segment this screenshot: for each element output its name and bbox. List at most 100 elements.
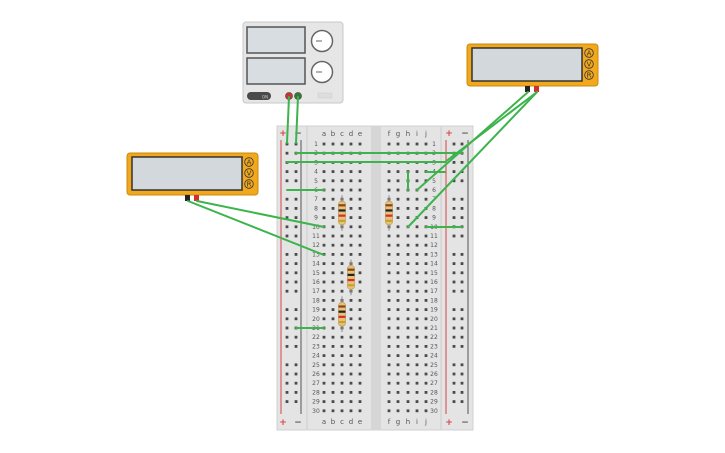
breadboard-hole[interactable] xyxy=(349,363,353,367)
rail-hole[interactable] xyxy=(460,335,464,339)
breadboard-hole[interactable] xyxy=(396,179,400,183)
breadboard-hole[interactable] xyxy=(387,188,391,192)
breadboard-hole[interactable] xyxy=(358,170,362,173)
breadboard-hole[interactable] xyxy=(322,142,326,146)
rail-hole[interactable] xyxy=(452,400,456,403)
breadboard-hole[interactable] xyxy=(415,289,419,293)
rail-hole[interactable] xyxy=(294,170,298,173)
breadboard-hole[interactable] xyxy=(424,391,428,394)
rail-hole[interactable] xyxy=(460,372,464,376)
rail-hole[interactable] xyxy=(452,179,456,183)
breadboard-hole[interactable] xyxy=(424,363,428,367)
breadboard-hole[interactable] xyxy=(322,243,326,247)
breadboard-hole[interactable] xyxy=(331,271,335,275)
breadboard-hole[interactable] xyxy=(358,363,362,367)
rail-hole[interactable] xyxy=(294,289,298,293)
rail-hole[interactable] xyxy=(285,216,289,219)
breadboard-hole[interactable] xyxy=(387,170,391,173)
breadboard-hole[interactable] xyxy=(358,216,362,219)
breadboard-hole[interactable] xyxy=(396,197,400,201)
rail-hole[interactable] xyxy=(285,234,289,238)
rail-hole[interactable] xyxy=(460,271,464,275)
breadboard-hole[interactable] xyxy=(396,280,400,284)
breadboard-hole[interactable] xyxy=(322,363,326,367)
rail-hole[interactable] xyxy=(460,142,464,146)
breadboard-hole[interactable] xyxy=(340,234,344,238)
breadboard-hole[interactable] xyxy=(406,335,410,339)
rail-hole[interactable] xyxy=(294,225,298,229)
breadboard-hole[interactable] xyxy=(387,335,391,339)
breadboard-hole[interactable] xyxy=(424,381,428,385)
breadboard-hole[interactable] xyxy=(396,234,400,238)
breadboard-hole[interactable] xyxy=(387,363,391,367)
rail-hole[interactable] xyxy=(285,179,289,183)
breadboard-hole[interactable] xyxy=(349,381,353,385)
breadboard-hole[interactable] xyxy=(358,391,362,394)
breadboard-hole[interactable] xyxy=(331,335,335,339)
breadboard-hole[interactable] xyxy=(340,188,344,192)
mode-a-button[interactable] xyxy=(584,48,594,58)
breadboard-hole[interactable] xyxy=(415,409,419,413)
rail-hole[interactable] xyxy=(294,308,298,311)
breadboard-hole[interactable] xyxy=(331,225,335,229)
breadboard-hole[interactable] xyxy=(358,381,362,385)
breadboard-hole[interactable] xyxy=(358,345,362,348)
rail-hole[interactable] xyxy=(294,381,298,385)
breadboard-hole[interactable] xyxy=(415,326,419,330)
breadboard-hole[interactable] xyxy=(424,197,428,201)
breadboard-hole[interactable] xyxy=(331,142,335,146)
breadboard-hole[interactable] xyxy=(349,216,353,219)
breadboard-hole[interactable] xyxy=(349,391,353,394)
rail-hole[interactable] xyxy=(285,151,289,155)
rail-hole[interactable] xyxy=(460,262,464,265)
breadboard-hole[interactable] xyxy=(322,207,326,210)
breadboard-hole[interactable] xyxy=(331,354,335,357)
breadboard-hole[interactable] xyxy=(322,345,326,348)
breadboard-hole[interactable] xyxy=(358,271,362,275)
breadboard-hole[interactable] xyxy=(322,335,326,339)
rail-hole[interactable] xyxy=(285,400,289,403)
breadboard-hole[interactable] xyxy=(424,234,428,238)
breadboard-hole[interactable] xyxy=(406,243,410,247)
breadboard-hole[interactable] xyxy=(424,299,428,302)
breadboard-hole[interactable] xyxy=(415,381,419,385)
breadboard-hole[interactable] xyxy=(424,142,428,146)
breadboard-hole[interactable] xyxy=(358,308,362,311)
breadboard-hole[interactable] xyxy=(358,372,362,376)
breadboard-hole[interactable] xyxy=(349,409,353,413)
breadboard-hole[interactable] xyxy=(349,207,353,210)
breadboard-hole[interactable] xyxy=(358,253,362,256)
resistor-r3[interactable] xyxy=(347,259,355,296)
breadboard-hole[interactable] xyxy=(349,335,353,339)
breadboard-hole[interactable] xyxy=(358,188,362,192)
breadboard-hole[interactable] xyxy=(415,391,419,394)
breadboard-hole[interactable] xyxy=(331,381,335,385)
rail-hole[interactable] xyxy=(452,391,456,394)
breadboard-hole[interactable] xyxy=(424,345,428,348)
breadboard-hole[interactable] xyxy=(387,271,391,275)
breadboard-hole[interactable] xyxy=(396,170,400,173)
breadboard-hole[interactable] xyxy=(322,262,326,265)
rail-hole[interactable] xyxy=(294,197,298,201)
breadboard-hole[interactable] xyxy=(415,197,419,201)
rail-hole[interactable] xyxy=(460,253,464,256)
rail-hole[interactable] xyxy=(285,326,289,330)
breadboard-hole[interactable] xyxy=(349,170,353,173)
probe-negative[interactable] xyxy=(185,195,190,201)
breadboard-hole[interactable] xyxy=(322,170,326,173)
breadboard-hole[interactable] xyxy=(387,289,391,293)
wire-right-probe-branch[interactable] xyxy=(444,91,538,163)
breadboard-hole[interactable] xyxy=(387,179,391,183)
breadboard-hole[interactable] xyxy=(387,354,391,357)
breadboard-hole[interactable] xyxy=(322,271,326,275)
breadboard-hole[interactable] xyxy=(340,243,344,247)
rail-hole[interactable] xyxy=(285,262,289,265)
breadboard-hole[interactable] xyxy=(331,326,335,330)
breadboard-hole[interactable] xyxy=(331,289,335,293)
rail-hole[interactable] xyxy=(460,216,464,219)
rail-hole[interactable] xyxy=(294,179,298,183)
wires[interactable] xyxy=(187,91,538,329)
breadboard-hole[interactable] xyxy=(331,179,335,183)
breadboard-hole[interactable] xyxy=(415,170,419,173)
rail-hole[interactable] xyxy=(460,161,464,164)
